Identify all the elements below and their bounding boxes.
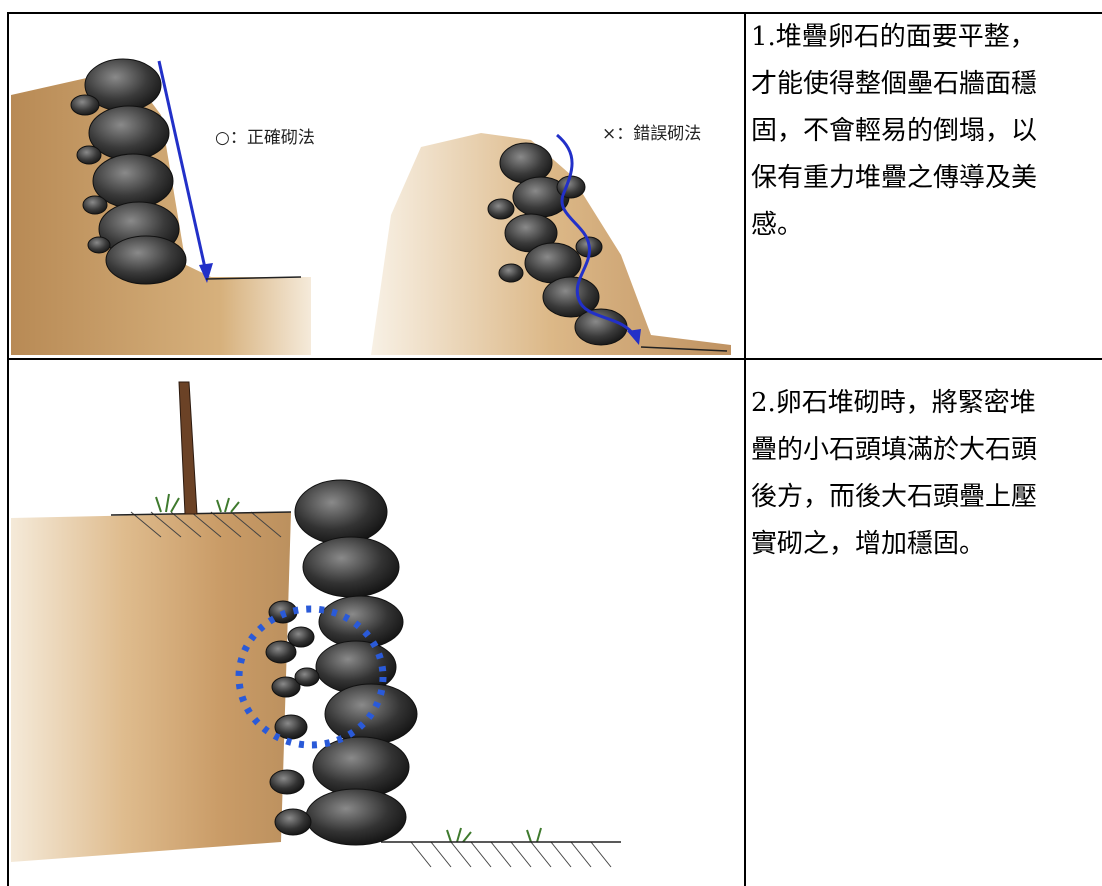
wrong-arrow bbox=[556, 133, 637, 338]
tree-trunk bbox=[178, 381, 198, 515]
wrong-rock-column bbox=[487, 142, 628, 346]
grass bbox=[155, 493, 542, 843]
row1-illustration: ○：正確砌法 ×：錯誤砌法 bbox=[11, 58, 731, 355]
stone-column bbox=[265, 479, 418, 846]
ground-hatching bbox=[130, 511, 282, 538]
correct-arrow bbox=[157, 60, 209, 278]
row2-illustration bbox=[11, 381, 621, 868]
table-column-divider bbox=[744, 12, 746, 886]
bottom-hatching bbox=[410, 841, 612, 868]
row1-description: 1.堆疊卵石的面要平整， 才能使得整個壘石牆面穩 固，不會輕易的倒塌，以 保有重… bbox=[751, 22, 1038, 240]
table-row-divider bbox=[7, 358, 1102, 360]
correct-rock-column bbox=[70, 58, 187, 285]
soil-bank bbox=[11, 512, 291, 862]
correct-method-label: ○：正確砌法 bbox=[215, 128, 315, 148]
row2-description: 2.卵石堆砌時，將緊密堆 疊的小石頭填滿於大石頭 後方，而後大石頭疊上壓 實砌之… bbox=[751, 388, 1038, 559]
table-top-border bbox=[7, 12, 1102, 14]
wrong-method-label: ×：錯誤砌法 bbox=[602, 124, 701, 144]
table-left-border bbox=[7, 12, 9, 886]
highlight-dotted-circle bbox=[235, 605, 387, 749]
